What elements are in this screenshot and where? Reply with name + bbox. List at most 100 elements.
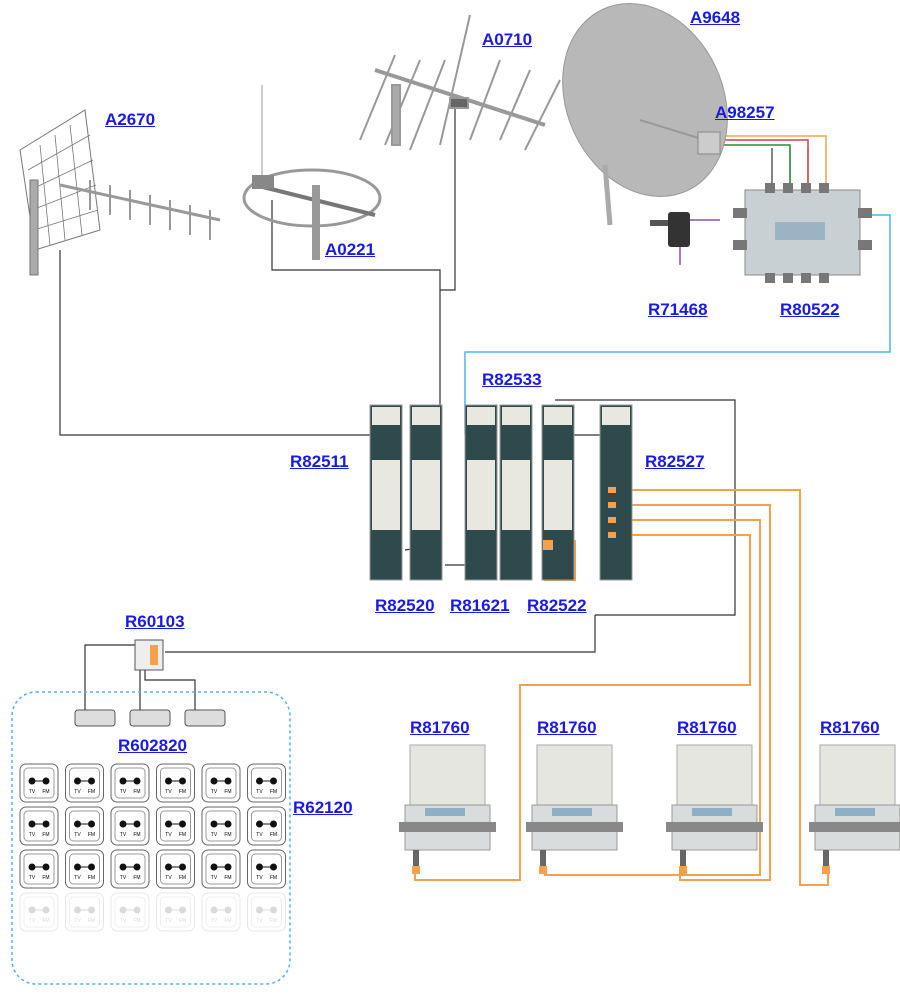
wall-outlet: TV FM [65,892,104,932]
fm-label: FM [42,875,49,881]
link-r60103[interactable]: R60103 [125,612,185,631]
fm-label: FM [42,832,49,838]
link-r82533[interactable]: R82533 [482,370,542,389]
wall-outlet: TV FM [110,849,150,889]
wall-outlet: TV FM [65,763,104,803]
link-r81621[interactable]: R81621 [450,596,510,615]
link-a0710[interactable]: A0710 [482,30,533,49]
tv-label: TV [211,789,218,795]
link-r82520[interactable]: R82520 [375,596,435,615]
fm-label: FM [133,832,140,838]
amplifier [399,744,496,874]
antenna-a0221 [242,85,382,260]
tv-label: TV [74,789,81,795]
wall-outlet: TV FM [19,763,59,803]
tv-label: TV [256,832,263,838]
link-r71468[interactable]: R71468 [648,300,708,319]
tv-label: TV [29,789,36,795]
fm-label: FM [179,875,186,881]
wall-outlet: TV FM [65,849,104,889]
tv-label: TV [74,918,81,924]
link-r81760-2[interactable]: R81760 [537,718,597,737]
wall-outlet: TV FM [247,763,286,803]
wall-outlet: TV FM [156,849,195,889]
amplifier [809,744,900,874]
splitter-r60103 [134,639,164,671]
wall-outlet: TV FM [201,806,241,846]
tv-label: TV [29,918,36,924]
link-r602820[interactable]: R602820 [118,736,188,755]
link-r62120[interactable]: R62120 [293,798,353,817]
wall-outlet: TV FM [19,849,59,889]
link-a2670[interactable]: A2670 [105,110,156,129]
tv-label: TV [211,918,218,924]
wall-outlet: TV FM [110,892,150,932]
taps-r602820 [74,709,226,727]
link-r81760-3[interactable]: R81760 [677,718,737,737]
wall-outlet: TV FM [247,806,286,846]
fm-label: FM [224,918,231,924]
fm-label: FM [179,789,186,795]
link-r82527[interactable]: R82527 [645,452,705,471]
link-r80522[interactable]: R80522 [780,300,840,319]
wall-outlets-r62120: TV FM TV FM TV FM TV FM TV FM TV FM TV FM TV FM TV FM TV FM… [19,763,286,932]
fm-label: FM [42,789,49,795]
tv-label: TV [120,875,127,881]
fm-label: FM [42,918,49,924]
fm-label: FM [88,789,95,795]
fm-label: FM [133,918,140,924]
fm-label: FM [270,789,277,795]
fm-label: FM [224,875,231,881]
amplifiers-r81760 [399,744,900,874]
building-frame [11,691,291,985]
link-a9648[interactable]: A9648 [690,8,741,27]
tv-label: TV [256,918,263,924]
tv-label: TV [256,875,263,881]
link-a0221[interactable]: A0221 [325,240,376,259]
antenna-a9648 [562,3,728,226]
multiswitch-r80522 [733,183,872,283]
wall-outlet: TV FM [201,763,241,803]
wall-outlet: TV FM [19,806,59,846]
link-r81760-1[interactable]: R81760 [410,718,470,737]
tv-label: TV [29,832,36,838]
tv-label: TV [165,832,172,838]
fm-label: FM [88,832,95,838]
link-r81760-4[interactable]: R81760 [820,718,880,737]
tv-label: TV [256,789,263,795]
tv-label: TV [29,875,36,881]
wall-outlet: TV FM [19,892,59,932]
headend-modules [369,404,633,581]
link-r82511[interactable]: R82511 [290,452,349,471]
link-a98257[interactable]: A98257 [715,103,775,122]
fm-label: FM [179,832,186,838]
fm-label: FM [88,918,95,924]
tv-label: TV [211,875,218,881]
fm-label: FM [88,875,95,881]
fm-label: FM [179,918,186,924]
link-r82522[interactable]: R82522 [527,596,587,615]
fm-label: FM [270,832,277,838]
wall-outlet: TV FM [110,806,150,846]
antenna-a0710 [359,14,561,151]
tv-label: TV [120,832,127,838]
fm-label: FM [133,875,140,881]
fm-label: FM [224,832,231,838]
wall-outlet: TV FM [201,892,241,932]
antenna-a2670 [19,109,221,276]
tv-label: TV [211,832,218,838]
power-adapter-r71468 [650,212,690,247]
amplifier [526,744,623,874]
tv-label: TV [165,875,172,881]
fm-label: FM [224,789,231,795]
tv-label: TV [120,918,127,924]
tv-label: TV [120,789,127,795]
tv-label: TV [74,875,81,881]
